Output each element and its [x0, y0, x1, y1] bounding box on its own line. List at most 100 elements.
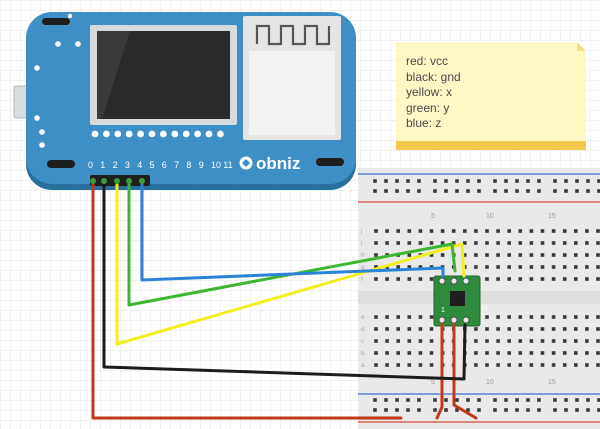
breadboard-hole [385, 339, 389, 343]
breadboard-hole [444, 179, 448, 183]
breadboard-hole [526, 179, 530, 183]
breadboard-hole [551, 327, 556, 331]
breadboard-hole [518, 351, 523, 355]
breadboard-hole [518, 265, 523, 269]
breadboard-hole [507, 363, 511, 367]
breadboard-hole [597, 398, 600, 402]
note-lines: red: vcc black: gnd yellow: x green: y b… [406, 54, 461, 132]
breadboard-hole [474, 327, 478, 331]
breadboard-hole [518, 253, 523, 257]
obniz-logo: obniz [239, 154, 300, 173]
breadboard-hole [485, 315, 489, 319]
breadboard-hole [529, 229, 534, 233]
breadboard-hole [407, 315, 412, 319]
breadboard-hole [373, 179, 377, 183]
breadboard-hole [433, 398, 437, 402]
breadboard-hole [444, 189, 448, 193]
breadboard-hole [553, 398, 557, 402]
breadboard-hole [440, 241, 445, 245]
wire-yellow [115, 178, 466, 346]
row-label: e [361, 314, 365, 321]
row-label: i [361, 240, 362, 247]
breadboard-hole [407, 229, 412, 233]
breadboard-hole [496, 327, 500, 331]
breadboard-hole [407, 265, 412, 269]
board-dot [217, 130, 224, 138]
sensor-label: IC1 [480, 305, 487, 316]
breadboard-hole [551, 351, 556, 355]
breadboard-hole [564, 179, 568, 183]
row-label: a [361, 362, 365, 369]
breadboard-hole [504, 408, 508, 412]
breadboard-hole [429, 339, 434, 343]
breadboard-hole [540, 351, 545, 355]
breadboard-hole [507, 315, 511, 319]
breadboard-hole [518, 277, 523, 281]
breadboard-hole [396, 241, 400, 245]
breadboard-hole [551, 277, 556, 281]
breadboard-hole [485, 265, 489, 269]
breadboard-hole [407, 339, 412, 343]
pin-label: 11 [223, 160, 232, 170]
breadboard-hole [585, 277, 589, 281]
wire-black [102, 178, 467, 381]
breadboard-hole [374, 351, 378, 355]
breadboard-hole [474, 241, 478, 245]
breadboard-hole [529, 253, 534, 257]
breadboard-hole [474, 253, 478, 257]
breadboard-hole [496, 277, 500, 281]
breadboard-hole [433, 189, 437, 193]
note-fold [577, 42, 586, 51]
board-dot [137, 130, 145, 138]
breadboard-hole [385, 277, 389, 281]
breadboard-hole [574, 327, 578, 331]
breadboard-hole [518, 315, 523, 319]
sensor-pin-mark: 1 [441, 307, 445, 314]
breadboard-hole [463, 253, 467, 257]
breadboard-hole [564, 398, 568, 402]
breadboard-hole [529, 241, 534, 245]
breadboard-hole [374, 327, 378, 331]
breadboard-hole [586, 179, 590, 183]
breadboard-hole [496, 315, 500, 319]
breadboard-hole [407, 253, 412, 257]
breadboard-hole [433, 408, 437, 412]
row-label: j [360, 228, 362, 235]
breadboard-hole [406, 179, 410, 183]
row-label: h [361, 252, 365, 259]
breadboard-hole [562, 315, 567, 319]
breadboard-hole [406, 189, 410, 193]
breadboard-hole [585, 265, 589, 269]
oled-display [90, 25, 237, 125]
breadboard-hole [418, 277, 423, 281]
breadboard-hole [507, 339, 511, 343]
breadboard-hole [575, 408, 579, 412]
breadboard-hole [385, 229, 389, 233]
breadboard-hole [417, 179, 421, 183]
breadboard-hole [529, 315, 534, 319]
breadboard-holes [373, 179, 600, 412]
breadboard-hole [562, 339, 567, 343]
breadboard-hole [451, 241, 456, 245]
breadboard-hole [395, 179, 399, 183]
breadboard-hole [440, 253, 445, 257]
breadboard-hole [444, 408, 448, 412]
note-bar [396, 141, 586, 150]
breadboard-hole [374, 315, 378, 319]
breadboard-hole [507, 241, 511, 245]
breadboard-hole [374, 277, 378, 281]
breadboard-hole [374, 339, 378, 343]
obniz-brand: obniz [256, 154, 300, 173]
breadboard-hole [564, 408, 568, 412]
breadboard-column-labels: 5 10 15 5 10 15 [431, 213, 556, 386]
breadboard-hole [396, 277, 400, 281]
breadboard-hole [585, 351, 589, 355]
column-label: 5 [431, 213, 435, 220]
breadboard-hole [373, 398, 377, 402]
breadboard-hole [575, 189, 579, 193]
breadboard-hole [407, 241, 412, 245]
board-dot [205, 130, 213, 138]
row-label: c [361, 338, 365, 345]
breadboard-hole [553, 179, 557, 183]
